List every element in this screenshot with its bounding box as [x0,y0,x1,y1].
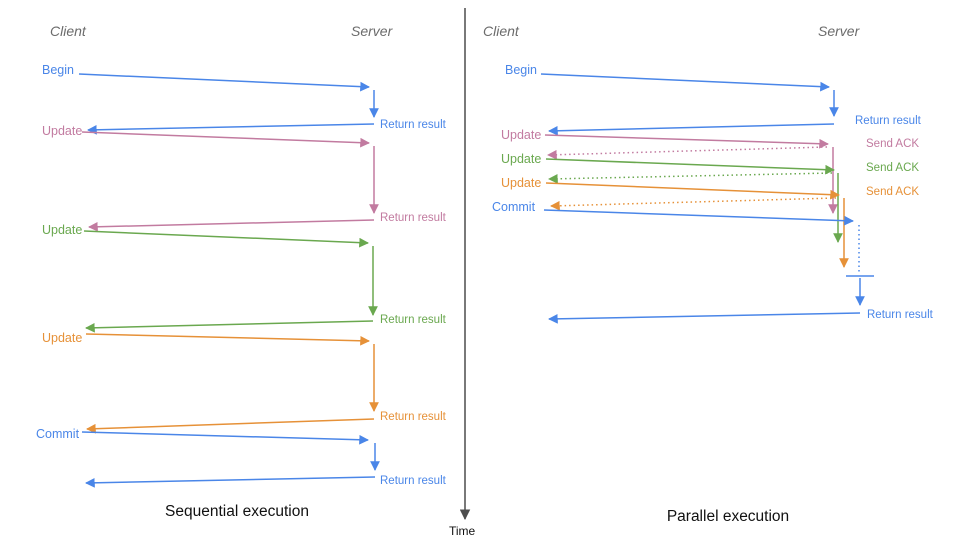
seq-update3-label: Update [42,331,83,345]
par-update3-response-label: Send ACK [866,186,920,198]
seq-begin-return-arrow [87,123,375,135]
par-update2-label: Update [501,152,542,166]
seq-update3-request-arrow [85,333,370,346]
par-update1-ack-arrow [547,146,828,160]
par-server-header: Server [818,23,860,39]
parallel-diagram [540,73,874,324]
seq-update1-label: Update [42,124,83,138]
par-update2-ack-arrow [548,172,833,184]
seq-update2-return-arrow [85,320,374,333]
seq-commit-response-label: Return result [380,475,446,487]
par-title: Parallel execution [666,508,790,525]
par-update1-response-label: Send ACK [866,138,920,150]
seq-update1-return-arrow [88,219,375,232]
par-begin-return-arrow [548,123,835,136]
seq-update1-request-arrow [81,131,370,148]
par-commit-request-arrow [543,209,854,226]
par-update3-request-arrow [545,182,840,200]
seq-commit-request-arrow [81,431,369,445]
seq-update3-response-label: Return result [380,411,446,423]
par-update3-label: Update [501,176,542,190]
par-update2-request-arrow [545,158,835,175]
seq-client-header: Client [50,23,86,39]
seq-server-header: Server [351,23,393,39]
seq-update2-label: Update [42,223,83,237]
sequential-diagram [78,73,380,488]
seq-update1-response-label: Return result [380,212,446,224]
par-update3-ack-arrow [550,197,837,211]
seq-update2-request-arrow [83,230,369,248]
par-begin-request-arrow [540,73,830,92]
par-commit-return-arrow [548,312,861,324]
seq-update2-response-label: Return result [380,314,446,326]
par-update1-request-arrow [544,134,829,149]
seq-commit-label: Commit [36,427,80,441]
seq-begin-response-label: Return result [380,119,446,131]
seq-update3-return-arrow [86,418,375,434]
par-update2-response-label: Send ACK [866,162,920,174]
par-client-header: Client [483,23,519,39]
par-commit-response-label: Return result [867,309,933,321]
par-commit-label: Commit [492,200,536,214]
seq-title: Sequential execution [165,503,309,520]
time-axis-label: Time [449,524,476,538]
par-begin-label: Begin [505,63,537,77]
par-begin-response-label: Return result [855,115,921,127]
seq-begin-request-arrow [78,73,370,92]
seq-commit-return-arrow [85,476,376,488]
seq-begin-label: Begin [42,63,74,77]
par-update1-label: Update [501,128,542,142]
